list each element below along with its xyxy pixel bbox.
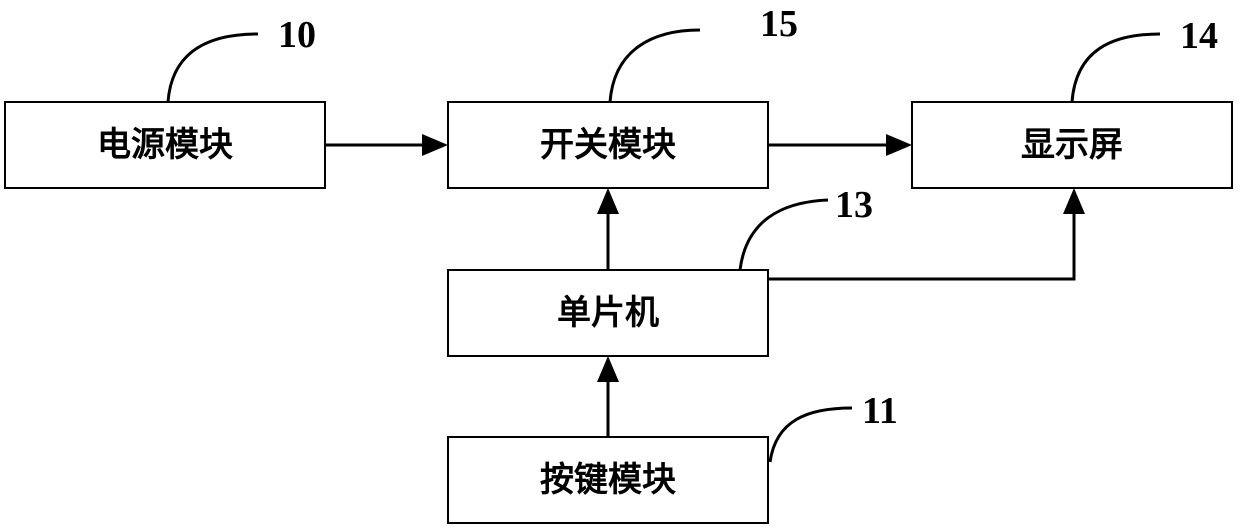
switch-module-ref-number: 15 [760,3,798,45]
arrow-power-to-switch-head [422,134,448,156]
arrow-mcu-to-switch [597,188,619,270]
switch-module-block: 开关模块 15 [448,3,798,188]
key-module-block: 按键模块 11 [448,390,898,523]
arrow-mcu-to-display-shaft [768,212,1074,279]
switch-module-leader-line [610,30,700,102]
key-module-leader-line [770,408,852,462]
mcu-leader-line [740,200,828,270]
arrow-switch-to-display [768,134,912,156]
mcu-label: 单片机 [557,293,659,333]
arrow-switch-to-display-head [886,134,912,156]
display-label: 显示屏 [1021,125,1123,165]
arrow-power-to-switch [325,134,448,156]
mcu-block: 单片机 13 [448,184,873,356]
power-module-ref-number: 10 [278,14,316,56]
switch-module-label: 开关模块 [540,125,676,165]
key-module-label: 按键模块 [540,460,676,500]
power-module-label: 电源模块 [97,125,233,165]
display-ref-number: 14 [1180,15,1218,57]
power-module-leader-line [168,34,258,102]
display-leader-line [1072,34,1160,102]
power-module-block: 电源模块 10 [5,14,325,188]
arrow-mcu-to-display-head [1063,188,1085,214]
arrow-keys-to-mcu [597,356,619,437]
arrow-mcu-to-switch-head [597,188,619,214]
arrow-keys-to-mcu-head [597,356,619,382]
display-block: 显示屏 14 [912,15,1232,188]
mcu-ref-number: 13 [835,184,873,226]
key-module-ref-number: 11 [862,390,898,432]
